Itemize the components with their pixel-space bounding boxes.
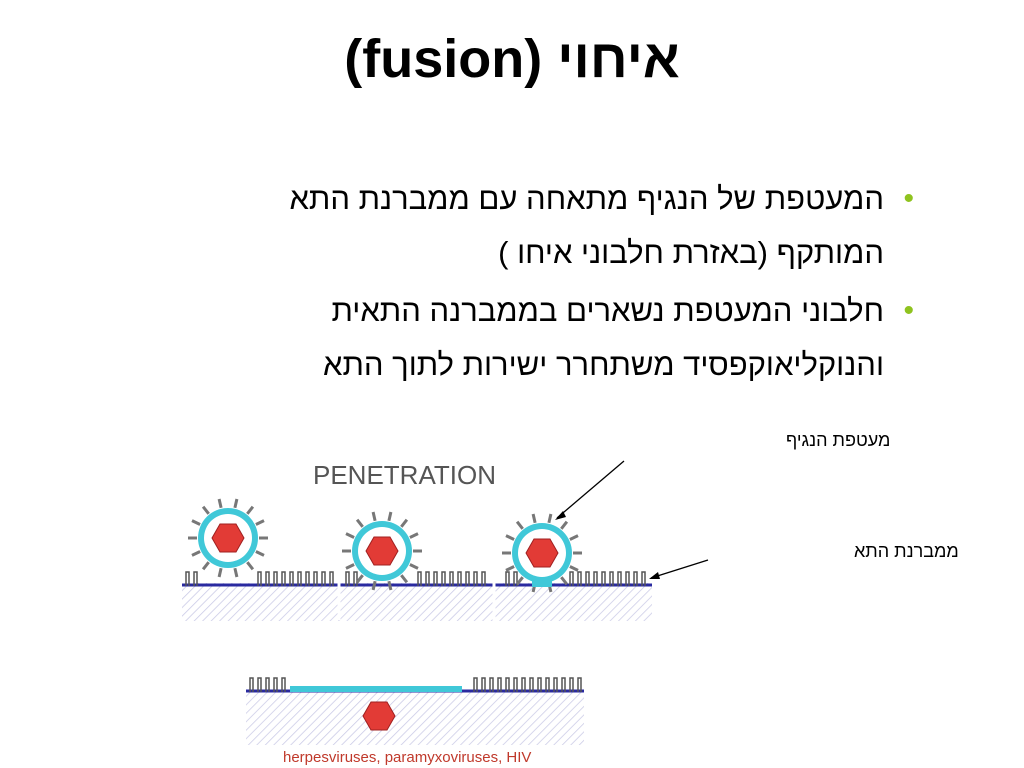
virus-particle [188, 498, 268, 578]
cell-membrane-top [182, 570, 652, 621]
slide-title: איחוי (fusion) [344, 29, 680, 89]
released-capsid [362, 701, 396, 731]
bullet-item: • המעטפת של הנגיף מתאחה עם ממברנת התא המ… [150, 172, 920, 280]
bullet-item: • חלבוני המעטפת נשארים בממברנה התאית והנ… [150, 284, 920, 392]
bullet-line: המותקף (באזרת חלבוני איחו ) [498, 235, 884, 270]
figure-caption: herpesviruses, paramyxoviruses, HIV [283, 749, 531, 766]
envelope-arrow [556, 460, 625, 519]
bullet-line: והנוקליאוקפסיד משתחרר ישירות לתוך התא [323, 347, 884, 382]
bullet-list: • המעטפת של הנגיף מתאחה עם ממברנת התא המ… [150, 172, 920, 396]
cell-membrane-fused [246, 677, 584, 745]
bullet-dot-icon: • [903, 294, 914, 327]
bullet-dot-icon: • [903, 182, 914, 215]
bullet-line: חלבוני המעטפת נשארים בממברנה התאית [331, 293, 884, 328]
virus-particle [502, 513, 582, 593]
figure-heading: PENETRATION [313, 460, 496, 490]
membrane-label: ממברנת התא [854, 541, 959, 561]
envelope-arrowhead-icon [555, 511, 566, 520]
membrane-arrow [650, 559, 709, 579]
membrane-arrowhead-icon [649, 572, 660, 579]
envelope-label: מעטפת הנגיף [786, 430, 890, 450]
bullet-line: המעטפת של הנגיף מתאחה עם ממברנת התא [289, 181, 884, 216]
virus-particle [342, 511, 422, 591]
